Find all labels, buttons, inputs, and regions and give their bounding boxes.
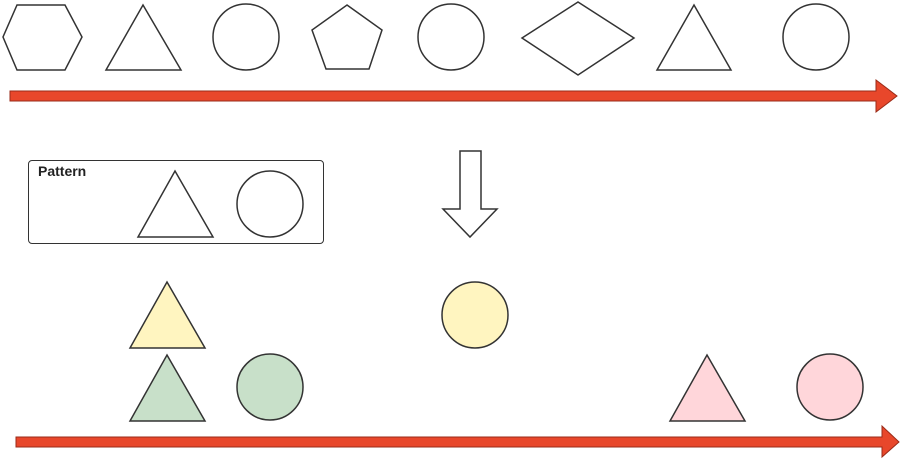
pink-circle-shape bbox=[796, 353, 864, 421]
down-arrow bbox=[441, 150, 499, 239]
pattern-triangle-shape bbox=[136, 169, 215, 238]
pattern-box: Pattern bbox=[28, 160, 324, 244]
hexagon-shape bbox=[2, 4, 83, 71]
yellow-triangle-shape bbox=[128, 280, 207, 349]
triangle-shape bbox=[655, 3, 733, 71]
pink-triangle-shape bbox=[668, 353, 747, 422]
circle-shape bbox=[782, 3, 850, 71]
match-pink bbox=[668, 353, 864, 422]
circle-shape bbox=[417, 3, 485, 71]
sequence-arrow-bottom bbox=[15, 424, 900, 459]
match-green bbox=[128, 353, 304, 422]
yellow-circle-shape bbox=[441, 281, 509, 349]
diamond-shape bbox=[520, 1, 636, 76]
green-circle-shape bbox=[236, 353, 304, 421]
pattern-circle-shape bbox=[236, 170, 304, 238]
pattern-label: Pattern bbox=[38, 163, 87, 179]
input-sequence bbox=[2, 1, 850, 76]
match-yellow bbox=[128, 280, 509, 349]
pattern-shapes bbox=[136, 169, 304, 238]
triangle-shape bbox=[104, 3, 183, 71]
green-triangle-shape bbox=[128, 353, 207, 422]
circle-shape bbox=[212, 3, 280, 71]
sequence-arrow-top bbox=[9, 78, 898, 114]
pentagon-shape bbox=[311, 4, 383, 70]
